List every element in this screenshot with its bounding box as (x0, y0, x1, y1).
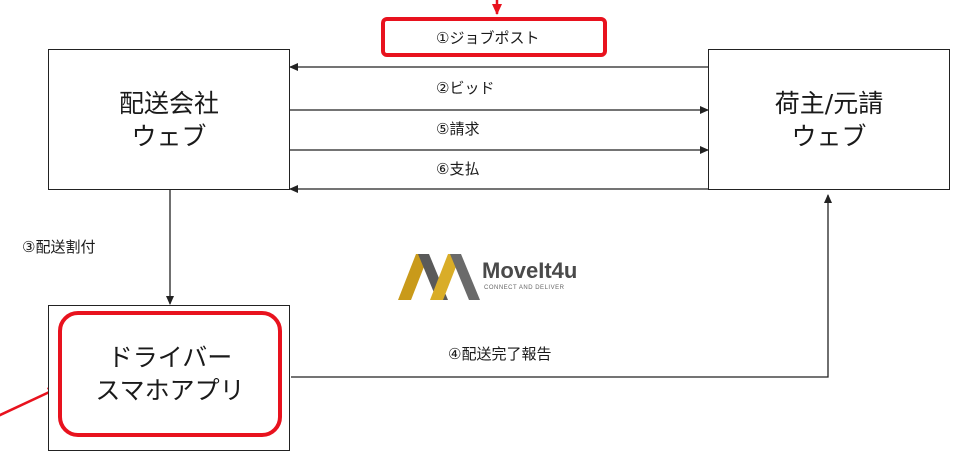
shipper-web-subtitle: ウェブ (791, 121, 867, 151)
arrow-delivery-report (291, 194, 832, 378)
driver-app-subtitle: スマホアプリ (95, 376, 245, 405)
job-post-label-frame (381, 17, 607, 57)
driver-app-highlight (58, 311, 282, 437)
carrier-web-title: 配送会社 (118, 88, 219, 118)
carrier-web-subtitle: ウェブ (131, 121, 207, 151)
bid-label: ②ビッド (436, 79, 495, 97)
carrier-web-node: 配送会社 ウェブ (48, 49, 290, 190)
moveit4u-logo-mark (398, 254, 480, 300)
moveit4u-logo (398, 250, 488, 302)
shipper-web-node: 荷主/元請 ウェブ (708, 49, 950, 190)
driver-app-title: ドライバー (107, 343, 233, 372)
dispatch-label: ③配送割付 (22, 238, 96, 256)
payment-label: ⑥支払 (436, 160, 480, 178)
logo-tagline: CONNECT AND DELIVER (484, 285, 565, 291)
invoice-label: ⑤請求 (436, 120, 480, 138)
logo-name: MoveIt4u (482, 258, 578, 283)
shipper-web-title: 荷主/元請 (774, 88, 884, 118)
driver-app-text: ドライバー スマホアプリ (58, 311, 282, 437)
delivery-report-label: ④配送完了報告 (448, 345, 552, 363)
driver-app-node (48, 305, 290, 451)
job-post-label: ①ジョブポスト (436, 29, 540, 47)
